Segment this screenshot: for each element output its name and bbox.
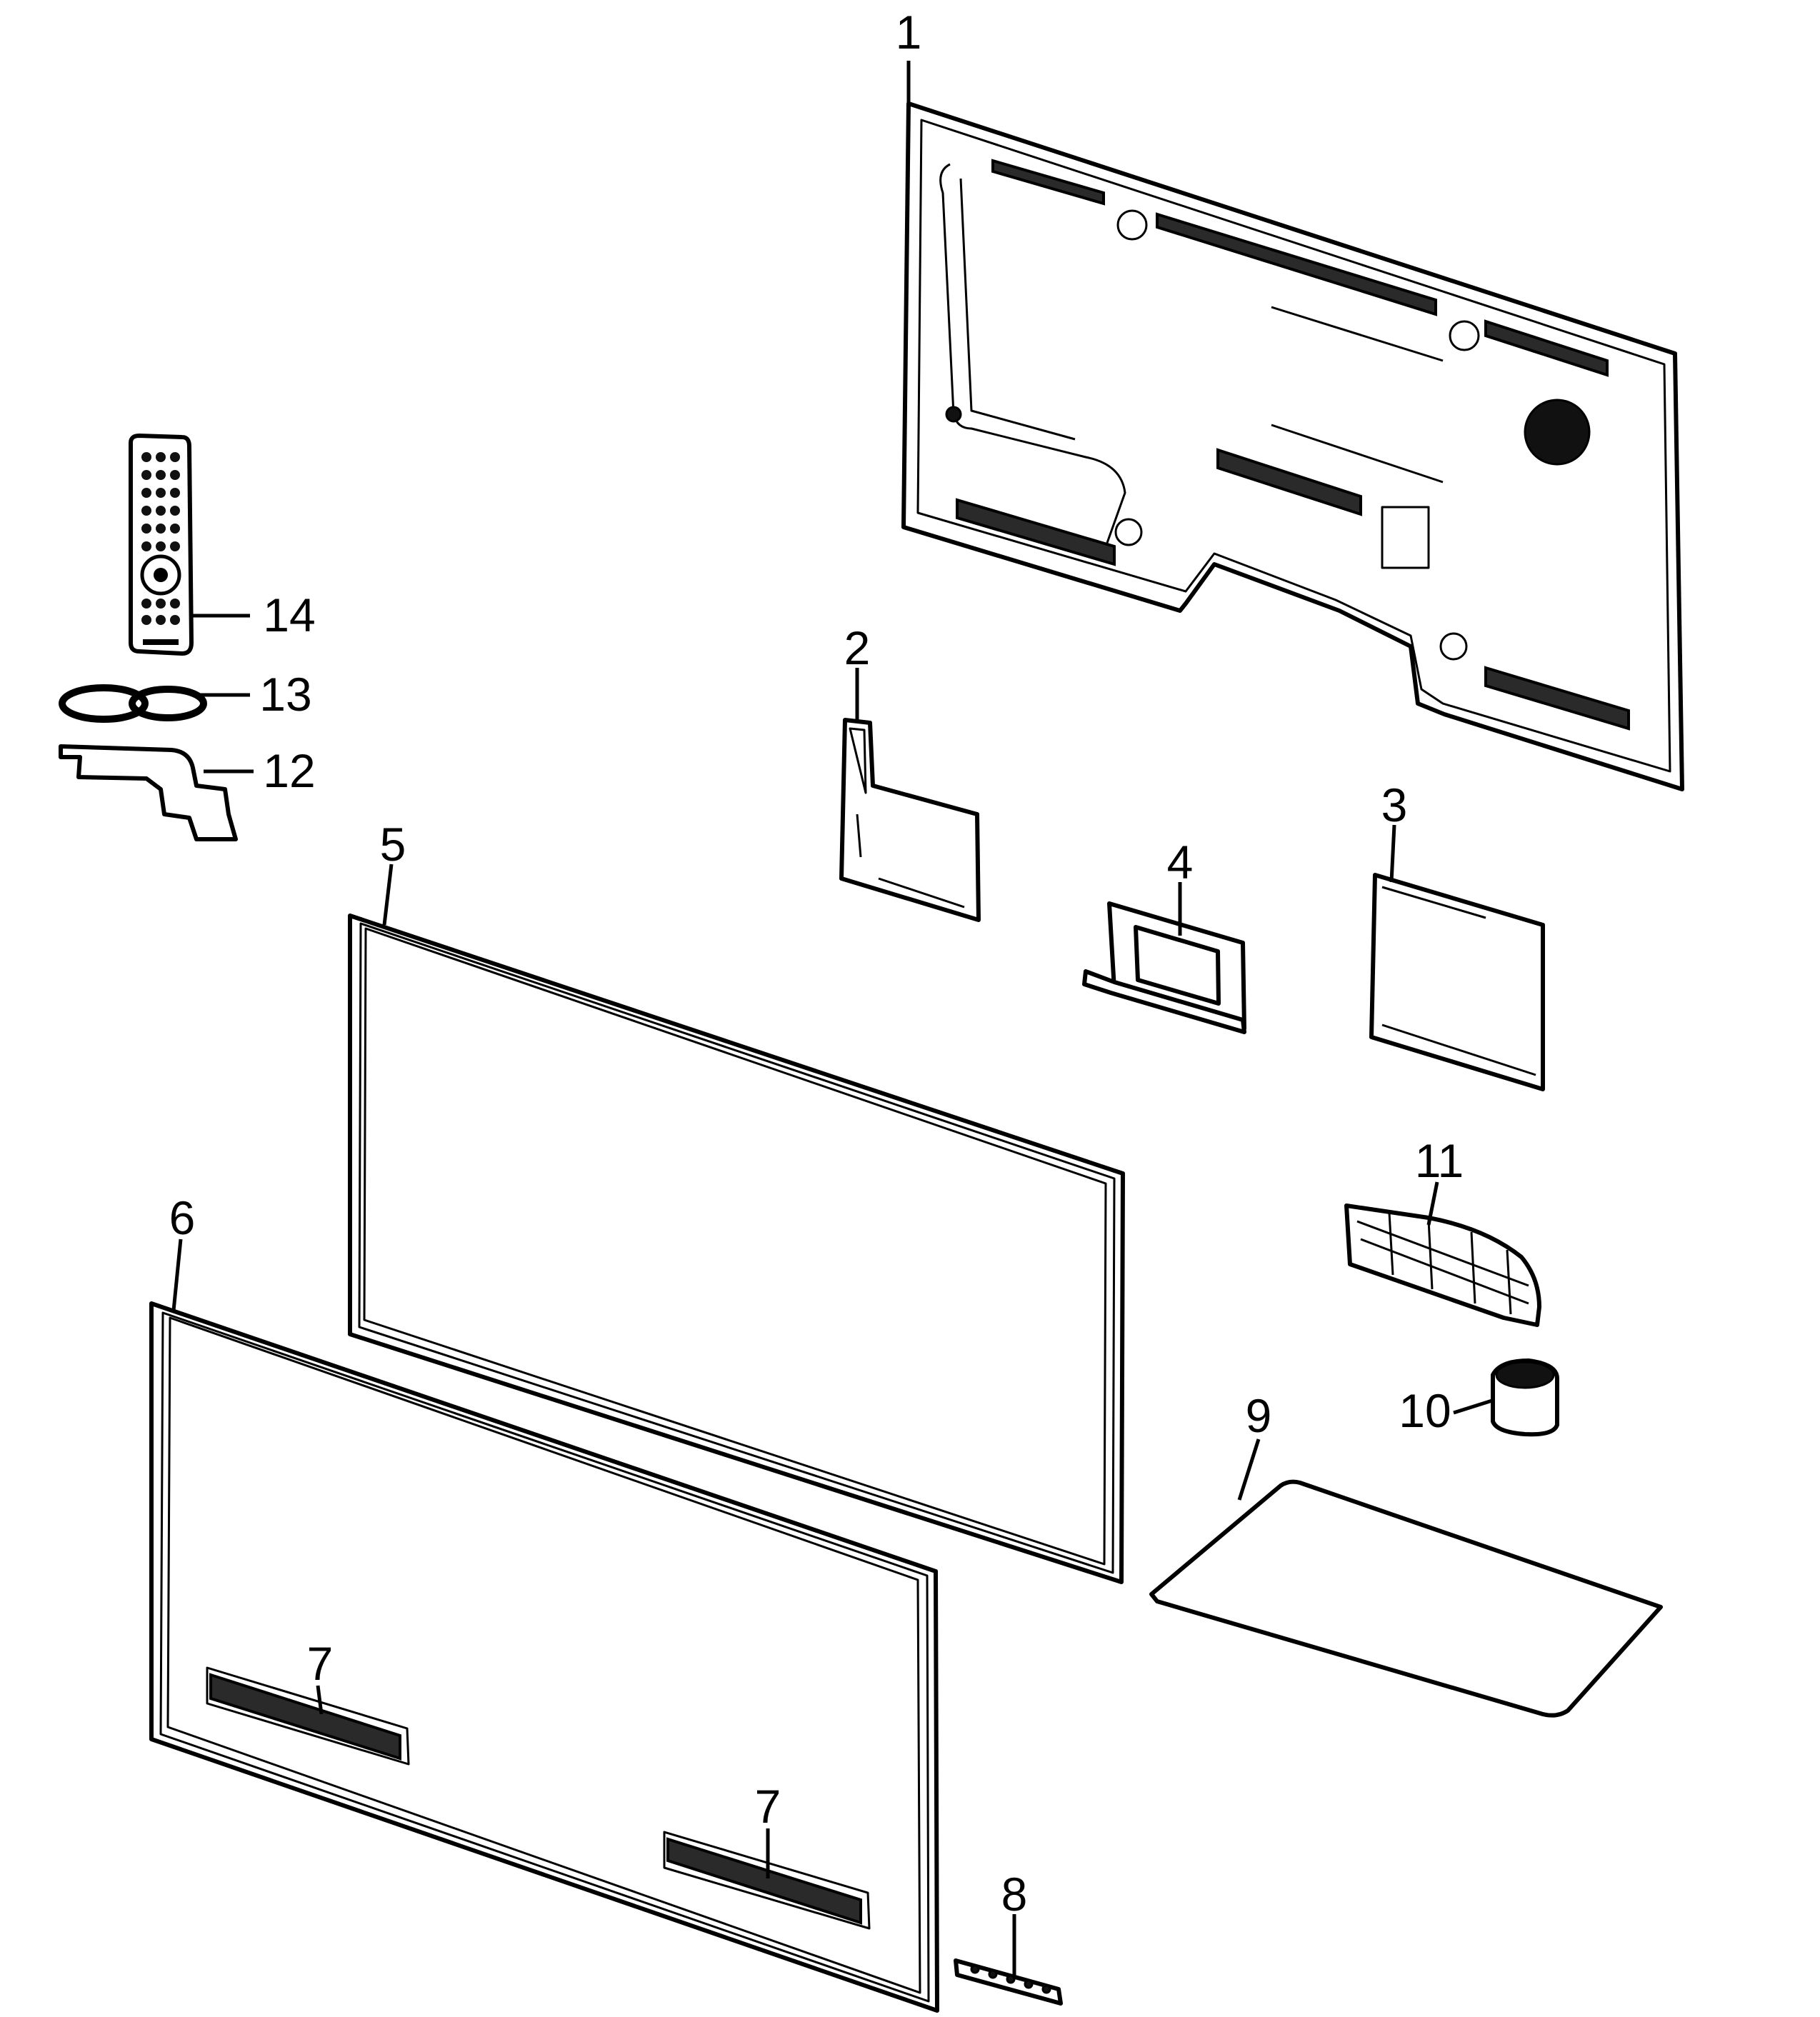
callout-8: 8: [1001, 1868, 1028, 1921]
leader-9: [1237, 1438, 1261, 1501]
callout-9: 9: [1246, 1389, 1272, 1442]
callout-1: 1: [896, 6, 922, 59]
part-1-rear-cover: [901, 101, 1684, 791]
part-13-power-cord: [59, 684, 207, 723]
leader-3: [1389, 824, 1396, 883]
part-8-button-strip: [954, 1958, 1063, 2006]
callout-10: 10: [1399, 1384, 1451, 1437]
callout-11: 11: [1415, 1134, 1464, 1187]
callout-13: 13: [259, 668, 311, 721]
leader-5: [382, 864, 394, 926]
leader-7a: [316, 1685, 324, 1715]
part-5-panel-frame: [348, 914, 1125, 1584]
leader-6: [171, 1238, 183, 1311]
leader-lines: [171, 61, 1495, 1978]
callout-3: 3: [1381, 779, 1408, 831]
part-10-stand-neck: [1491, 1358, 1559, 1437]
callout-labels: 1 2 3 4 5 6 7 7 8 9 10 11 12 13 14: [169, 6, 1464, 1921]
part-4-bracket: [1082, 901, 1246, 1034]
callout-7b: 7: [755, 1780, 781, 1833]
part-7-speaker-left: [206, 1666, 410, 1766]
leader-11: [1426, 1181, 1439, 1226]
part-7-speaker-right: [663, 1831, 871, 1930]
part-11-stand-cover: [1344, 1203, 1541, 1327]
callout-12: 12: [263, 744, 315, 797]
part-2-main-board: [839, 718, 981, 922]
part-12-flat-cable: [59, 744, 238, 841]
callout-7a: 7: [307, 1637, 334, 1690]
part-9-stand-base: [1149, 1479, 1663, 1718]
part-3-power-board: [1369, 873, 1545, 1091]
part-14-remote-control: [129, 434, 194, 656]
callout-6: 6: [169, 1191, 196, 1244]
callout-4: 4: [1167, 836, 1194, 889]
part-6-front-bezel: [149, 1301, 939, 2013]
callout-2: 2: [844, 621, 871, 674]
leader-10: [1453, 1398, 1495, 1415]
callout-5: 5: [380, 818, 406, 871]
callout-14: 14: [263, 589, 315, 641]
